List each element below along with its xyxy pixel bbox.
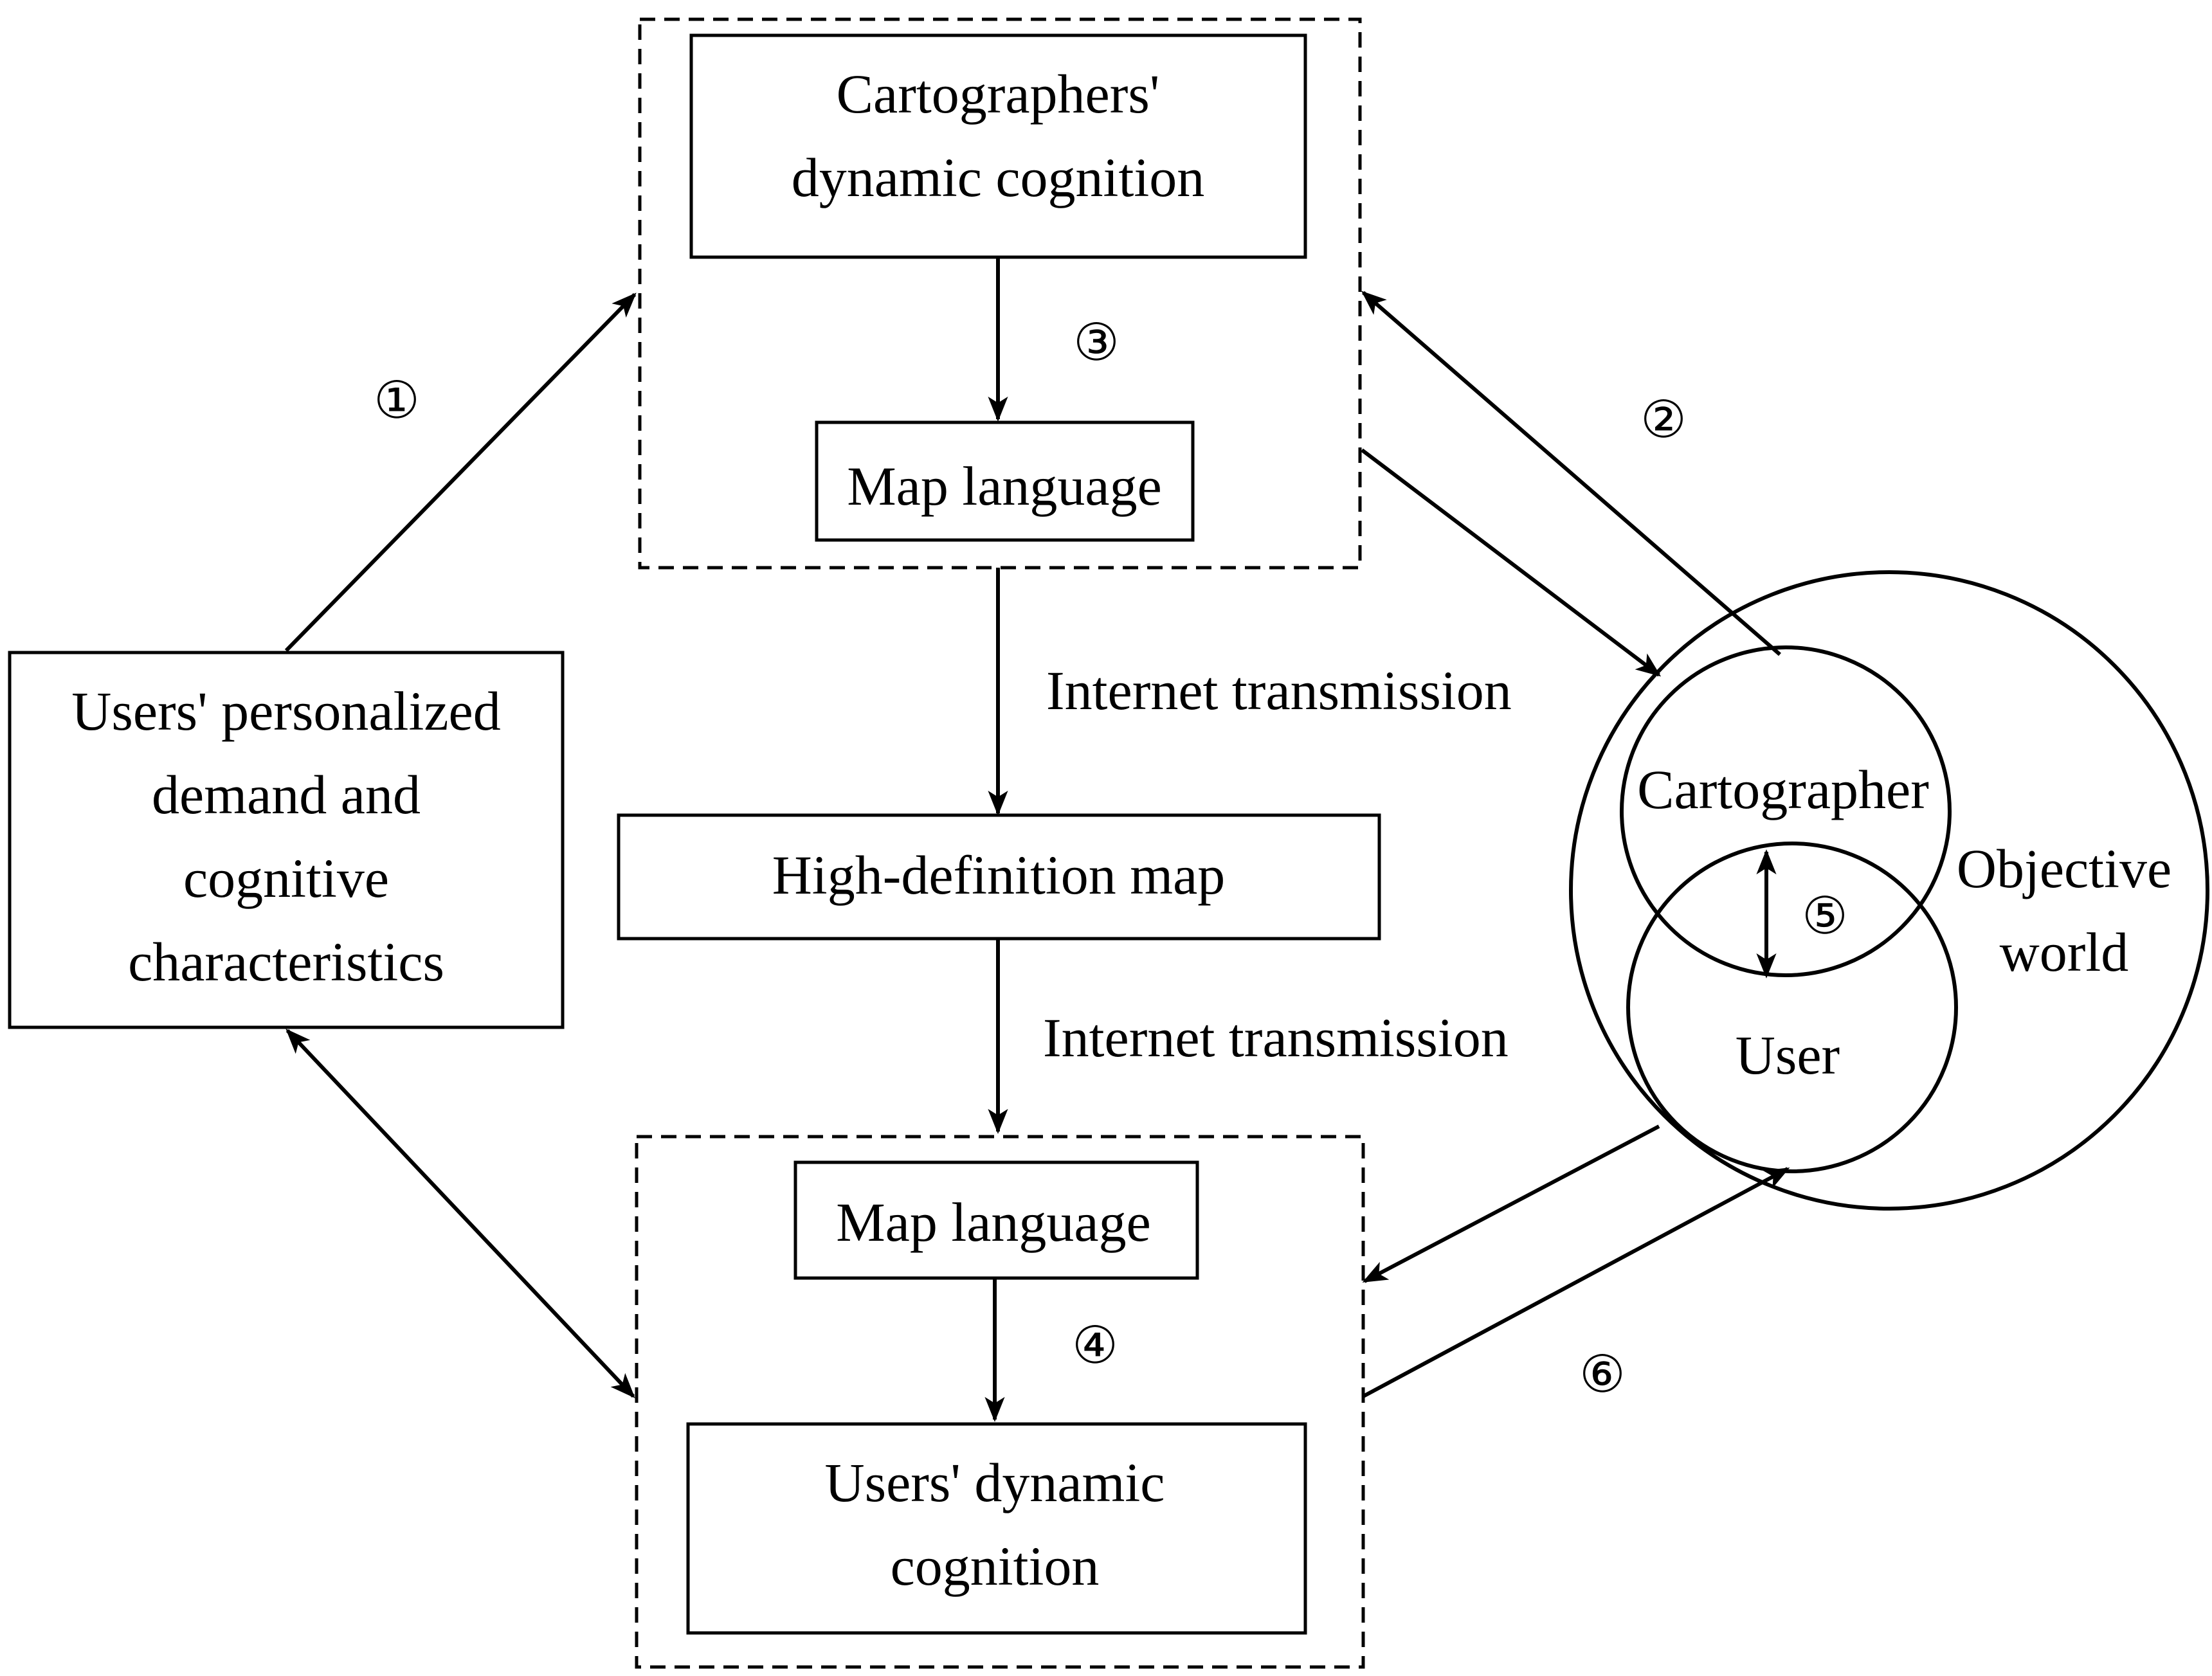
internet-transmission-label-1: Internet transmission <box>1046 660 1512 721</box>
arrow-demand-to-cartographer-group <box>284 293 637 653</box>
cartographers-cognition-line1: Cartographers' <box>837 63 1160 125</box>
user-circle <box>1626 842 1958 1173</box>
marker-4: ④ <box>1072 1318 1118 1374</box>
map-language-top-box <box>815 420 1195 542</box>
arrow-world-to-cartographer-group <box>1361 291 1781 656</box>
marker-3: ③ <box>1073 315 1120 372</box>
user-group-frame <box>635 1135 1365 1669</box>
users-demand-line4: characteristics <box>128 931 444 993</box>
marker-6: ⑥ <box>1579 1347 1626 1403</box>
arrow-demand-user-group-bidirectional <box>286 1029 635 1398</box>
arrow-user-to-user-group <box>1362 1124 1660 1283</box>
cartographers-cognition-line2: dynamic cognition <box>792 147 1204 208</box>
user-label: User <box>1736 1024 1840 1086</box>
users-demand-line1: Users' personalized <box>71 680 500 742</box>
objective-world-line2: world <box>2000 921 2129 983</box>
map-language-top-label: Map language <box>847 455 1162 517</box>
cartographer-group-frame <box>638 17 1362 570</box>
users-dynamic-cognition-box <box>686 1422 1307 1635</box>
users-demand-line2: demand and <box>152 764 421 825</box>
internet-transmission-label-2: Internet transmission <box>1043 1007 1509 1068</box>
marker-2: ② <box>1640 392 1687 449</box>
cartographer-label: Cartographer <box>1637 759 1929 820</box>
objective-world-circle <box>1569 570 2209 1211</box>
high-definition-map-label: High-definition map <box>772 844 1226 906</box>
marker-1: ① <box>374 373 420 429</box>
users-demand-box <box>8 651 565 1029</box>
marker-5: ⑤ <box>1802 888 1848 945</box>
arrow-user-group-to-user <box>1362 1167 1790 1398</box>
users-demand-line3: cognitive <box>183 847 389 909</box>
cartographer-circle <box>1620 645 1952 977</box>
map-language-bottom-label: Map language <box>836 1191 1151 1253</box>
users-dynamic-cognition-line2: cognition <box>891 1535 1100 1597</box>
arrow-cartographer-group-to-cartographer <box>1361 448 1662 677</box>
objective-world-line1: Objective <box>1957 838 2171 899</box>
users-dynamic-cognition-line1: Users' dynamic <box>825 1452 1165 1513</box>
